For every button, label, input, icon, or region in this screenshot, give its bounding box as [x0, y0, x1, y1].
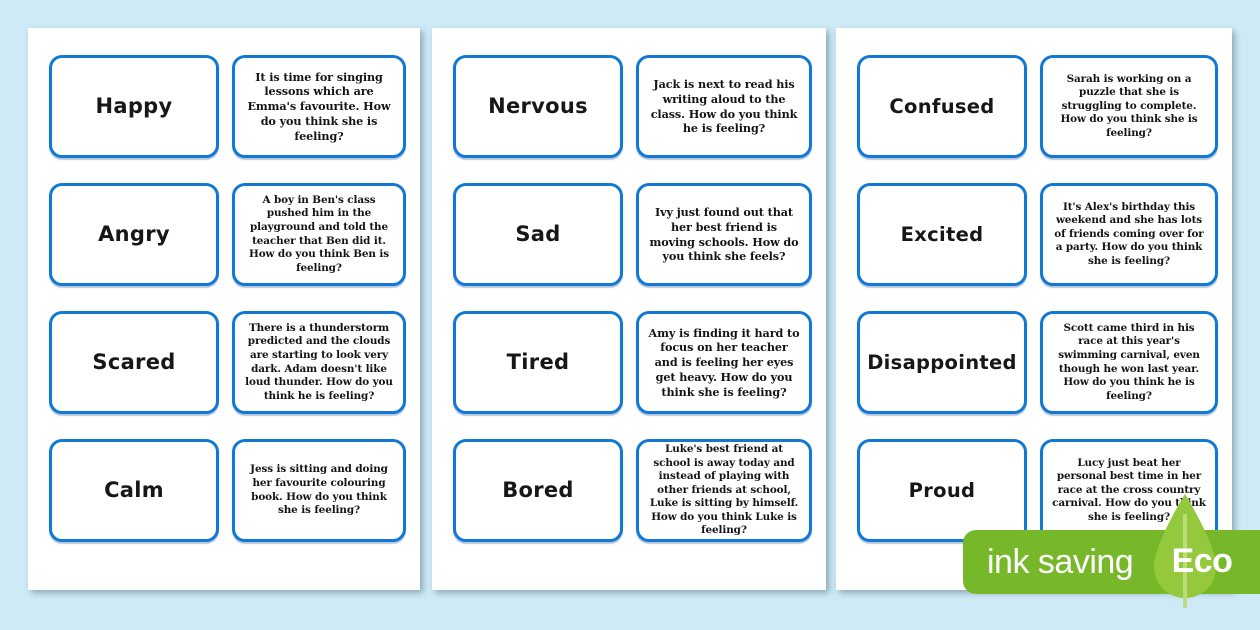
emotion-card[interactable]: Tired — [453, 311, 623, 414]
emotion-card[interactable]: Disappointed — [857, 311, 1027, 414]
ink-saving-eco-badge: ink saving Eco — [963, 494, 1260, 608]
scenario-card[interactable]: Jess is sitting and doing her favourite … — [232, 439, 406, 542]
scenario-text: It is time for singing lessons which are… — [247, 69, 391, 143]
emotion-card[interactable]: Scared — [49, 311, 219, 414]
scenario-text: Jack is next to read his writing aloud t… — [650, 76, 798, 136]
card-grid-page-3: Confused Sarah is working on a puzzle th… — [857, 55, 1218, 590]
worksheet-page-2: Nervous Jack is next to read his writing… — [432, 28, 826, 590]
card-pair: Scared There is a thunderstorm predicted… — [49, 311, 406, 414]
scenario-text: Scott came third in his race at this yea… — [1058, 321, 1200, 402]
card-pair: Confused Sarah is working on a puzzle th… — [857, 55, 1218, 158]
emotion-card[interactable]: Calm — [49, 439, 219, 542]
scenario-card[interactable]: Ivy just found out that her best friend … — [636, 183, 812, 286]
emotion-card[interactable]: Proud — [857, 439, 1027, 542]
emotion-label: Nervous — [488, 93, 588, 118]
emotion-card[interactable]: Excited — [857, 183, 1027, 286]
emotion-label: Angry — [98, 221, 170, 246]
scenario-card[interactable]: Amy is finding it hard to focus on her t… — [636, 311, 812, 414]
scenario-text: A boy in Ben's class pushed him in the p… — [249, 193, 389, 274]
scenario-card[interactable]: Scott came third in his race at this yea… — [1040, 311, 1218, 414]
card-grid-page-2: Nervous Jack is next to read his writing… — [453, 55, 812, 590]
scenario-card[interactable]: Luke's best friend at school is away tod… — [636, 439, 812, 542]
card-pair: Calm Jess is sitting and doing her favou… — [49, 439, 406, 542]
emotion-label: Sad — [515, 221, 561, 246]
worksheet-page-3: Confused Sarah is working on a puzzle th… — [836, 28, 1232, 590]
emotion-label: Confused — [889, 94, 995, 118]
scenario-text: Sarah is working on a puzzle that she is… — [1060, 72, 1198, 139]
emotion-card[interactable]: Sad — [453, 183, 623, 286]
scenario-card[interactable]: It's Alex's birthday this weekend and sh… — [1040, 183, 1218, 286]
scenario-card[interactable]: Sarah is working on a puzzle that she is… — [1040, 55, 1218, 158]
scenario-card[interactable]: There is a thunderstorm predicted and th… — [232, 311, 406, 414]
emotion-card[interactable]: Bored — [453, 439, 623, 542]
emotion-label: Scared — [92, 349, 176, 374]
leaf-icon — [1152, 492, 1218, 610]
emotion-label: Happy — [95, 93, 173, 118]
scenario-card[interactable]: Jack is next to read his writing aloud t… — [636, 55, 812, 158]
emotion-card[interactable]: Angry — [49, 183, 219, 286]
card-pair: Proud Lucy just beat her personal best t… — [857, 439, 1218, 542]
emotion-label: Tired — [506, 349, 570, 374]
scenario-card[interactable]: Lucy just beat her personal best time in… — [1040, 439, 1218, 542]
scenario-text: Amy is finding it hard to focus on her t… — [648, 325, 800, 399]
scenario-text: Lucy just beat her personal best time in… — [1052, 456, 1206, 523]
emotion-label: Proud — [908, 478, 976, 502]
emotion-label: Calm — [104, 477, 164, 502]
worksheet-page-1: Happy It is time for singing lessons whi… — [28, 28, 420, 590]
card-pair: Happy It is time for singing lessons whi… — [49, 55, 406, 158]
scenario-text: Jess is sitting and doing her favourite … — [250, 463, 388, 517]
emotion-card[interactable]: Confused — [857, 55, 1027, 158]
scenario-text: Luke's best friend at school is away tod… — [649, 443, 799, 537]
eco-ink-saving-label: ink saving — [987, 543, 1134, 581]
card-pair: Excited It's Alex's birthday this weeken… — [857, 183, 1218, 286]
card-pair: Disappointed Scott came third in his rac… — [857, 311, 1218, 414]
emotion-label: Excited — [900, 222, 984, 246]
card-pair: Sad Ivy just found out that her best fri… — [453, 183, 812, 286]
emotion-card[interactable]: Happy — [49, 55, 219, 158]
card-pair: Nervous Jack is next to read his writing… — [453, 55, 812, 158]
card-pair: Tired Amy is finding it hard to focus on… — [453, 311, 812, 414]
emotion-card[interactable]: Nervous — [453, 55, 623, 158]
emotion-label: Bored — [502, 477, 574, 502]
scenario-text: Ivy just found out that her best friend … — [649, 204, 799, 264]
scenario-card[interactable]: A boy in Ben's class pushed him in the p… — [232, 183, 406, 286]
eco-label: Eco — [1171, 542, 1233, 580]
scenario-card[interactable]: It is time for singing lessons which are… — [232, 55, 406, 158]
card-pair: Angry A boy in Ben's class pushed him in… — [49, 183, 406, 286]
emotion-label: Disappointed — [867, 350, 1017, 374]
scenario-text: There is a thunderstorm predicted and th… — [245, 321, 393, 402]
scenario-text: It's Alex's birthday this weekend and sh… — [1054, 200, 1204, 267]
card-pair: Bored Luke's best friend at school is aw… — [453, 439, 812, 542]
card-grid-page-1: Happy It is time for singing lessons whi… — [49, 55, 406, 590]
